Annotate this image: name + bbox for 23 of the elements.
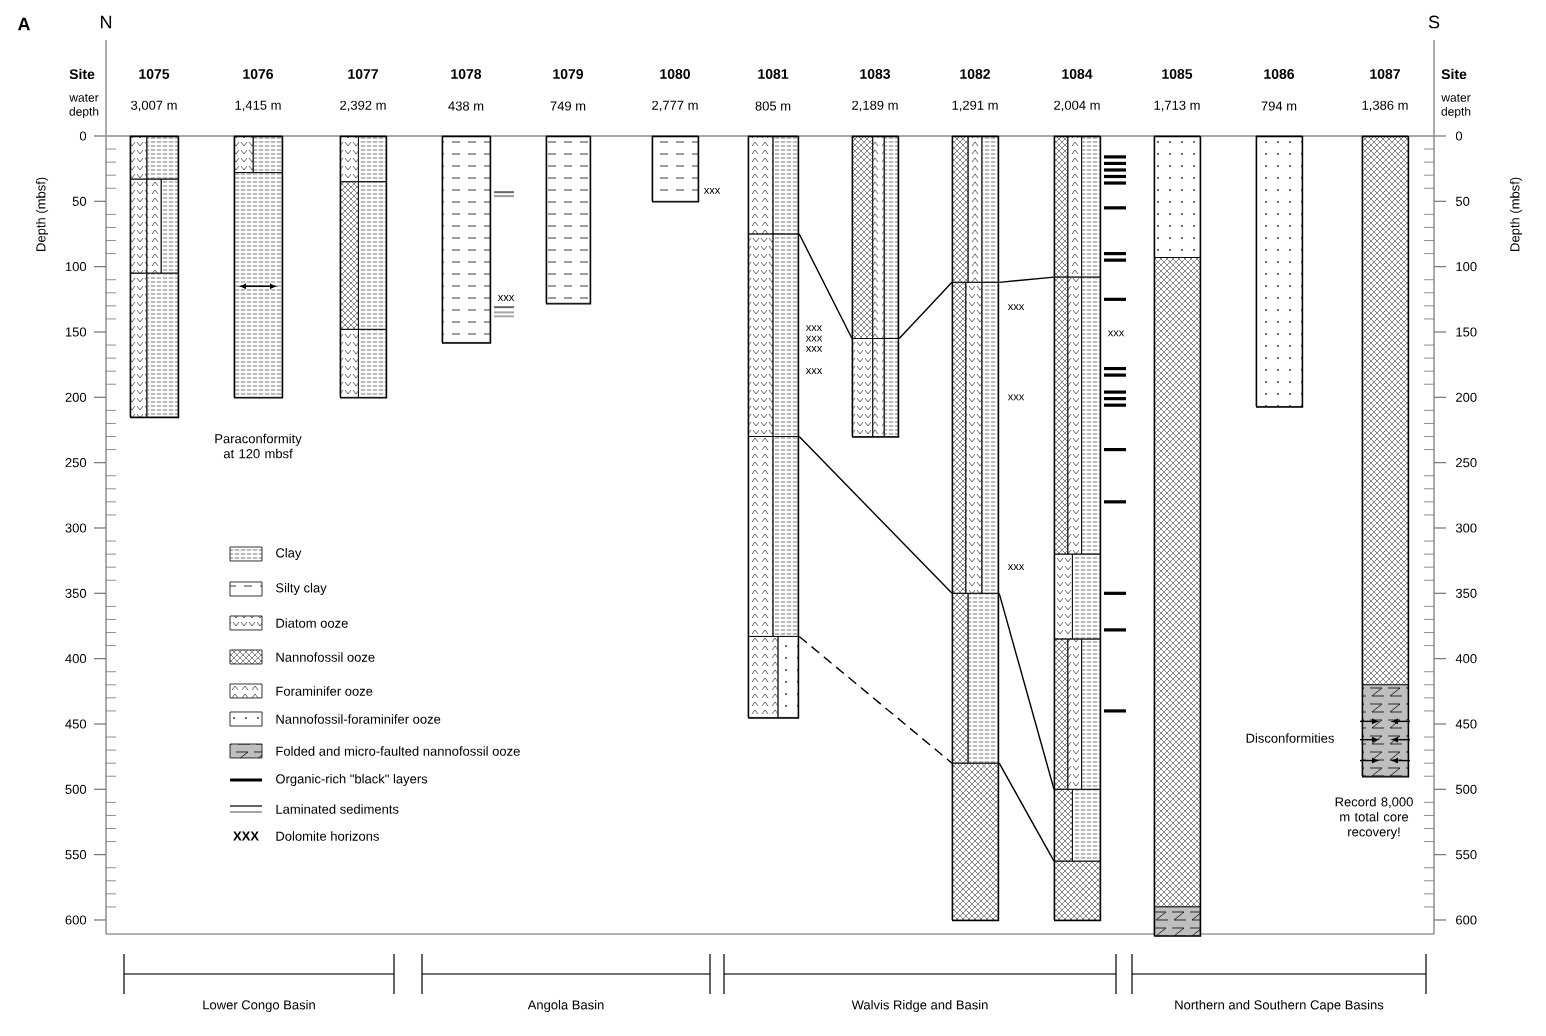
correlation-line bbox=[898, 281, 953, 340]
correlation-line bbox=[798, 635, 953, 764]
core-column bbox=[129, 135, 180, 419]
core-column bbox=[545, 135, 592, 305]
core-column bbox=[951, 135, 1000, 922]
correlation-line bbox=[998, 276, 1055, 284]
core-column bbox=[1053, 135, 1102, 922]
core-column bbox=[747, 135, 800, 719]
core-column bbox=[1361, 135, 1410, 778]
core-column bbox=[851, 135, 900, 438]
panel-letter: A bbox=[17, 17, 31, 31]
correlation-line bbox=[998, 762, 1055, 862]
direction-letter: N bbox=[101, 15, 112, 29]
core-column bbox=[1255, 135, 1304, 408]
correlation-line bbox=[798, 233, 853, 340]
core-column bbox=[441, 135, 492, 344]
direction-letter: S bbox=[1428, 15, 1440, 29]
core-column bbox=[1153, 135, 1202, 937]
core-column bbox=[339, 135, 388, 399]
core-column bbox=[651, 135, 700, 203]
correlation-line bbox=[798, 435, 953, 595]
correlation-line bbox=[998, 592, 1055, 791]
core-column bbox=[233, 135, 284, 399]
